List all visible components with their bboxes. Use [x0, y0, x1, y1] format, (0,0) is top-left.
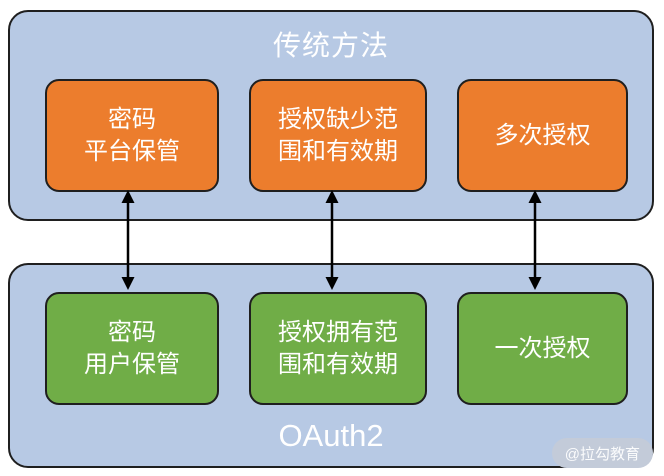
node-text-line: 围和有效期 — [278, 350, 398, 378]
traditional-method-container: 传统方法 密码 平台保管 授权缺少范 围和有效期 多次授权 — [8, 10, 654, 221]
node-text-line: 多次授权 — [494, 121, 591, 149]
node-text-line: 一次授权 — [494, 334, 591, 362]
traditional-method-title: 传统方法 — [272, 30, 389, 61]
node-text-line: 用户保管 — [84, 350, 180, 378]
oauth2-title: OAuth2 — [278, 418, 384, 453]
node-text-line: 授权缺少范 — [278, 105, 398, 133]
node-multiple-authorizations: 多次授权 — [457, 79, 628, 192]
node-single-authorization: 一次授权 — [457, 292, 628, 405]
node-text-line: 密码 — [108, 318, 156, 346]
watermark-badge: @拉勾教育 — [551, 438, 653, 468]
node-text-line: 围和有效期 — [278, 137, 398, 165]
oauth2-container: 密码 用户保管 授权拥有范 围和有效期 一次授权 OAuth2 — [8, 263, 654, 468]
node-text-line: 授权拥有范 — [278, 318, 398, 346]
node-password-platform-kept: 密码 平台保管 — [45, 79, 219, 192]
node-text-line: 平台保管 — [84, 137, 180, 165]
node-auth-lacks-scope-expiry: 授权缺少范 围和有效期 — [249, 79, 427, 192]
node-password-user-kept: 密码 用户保管 — [45, 292, 219, 405]
node-text-line: 密码 — [108, 105, 156, 133]
node-auth-has-scope-expiry: 授权拥有范 围和有效期 — [249, 292, 427, 405]
